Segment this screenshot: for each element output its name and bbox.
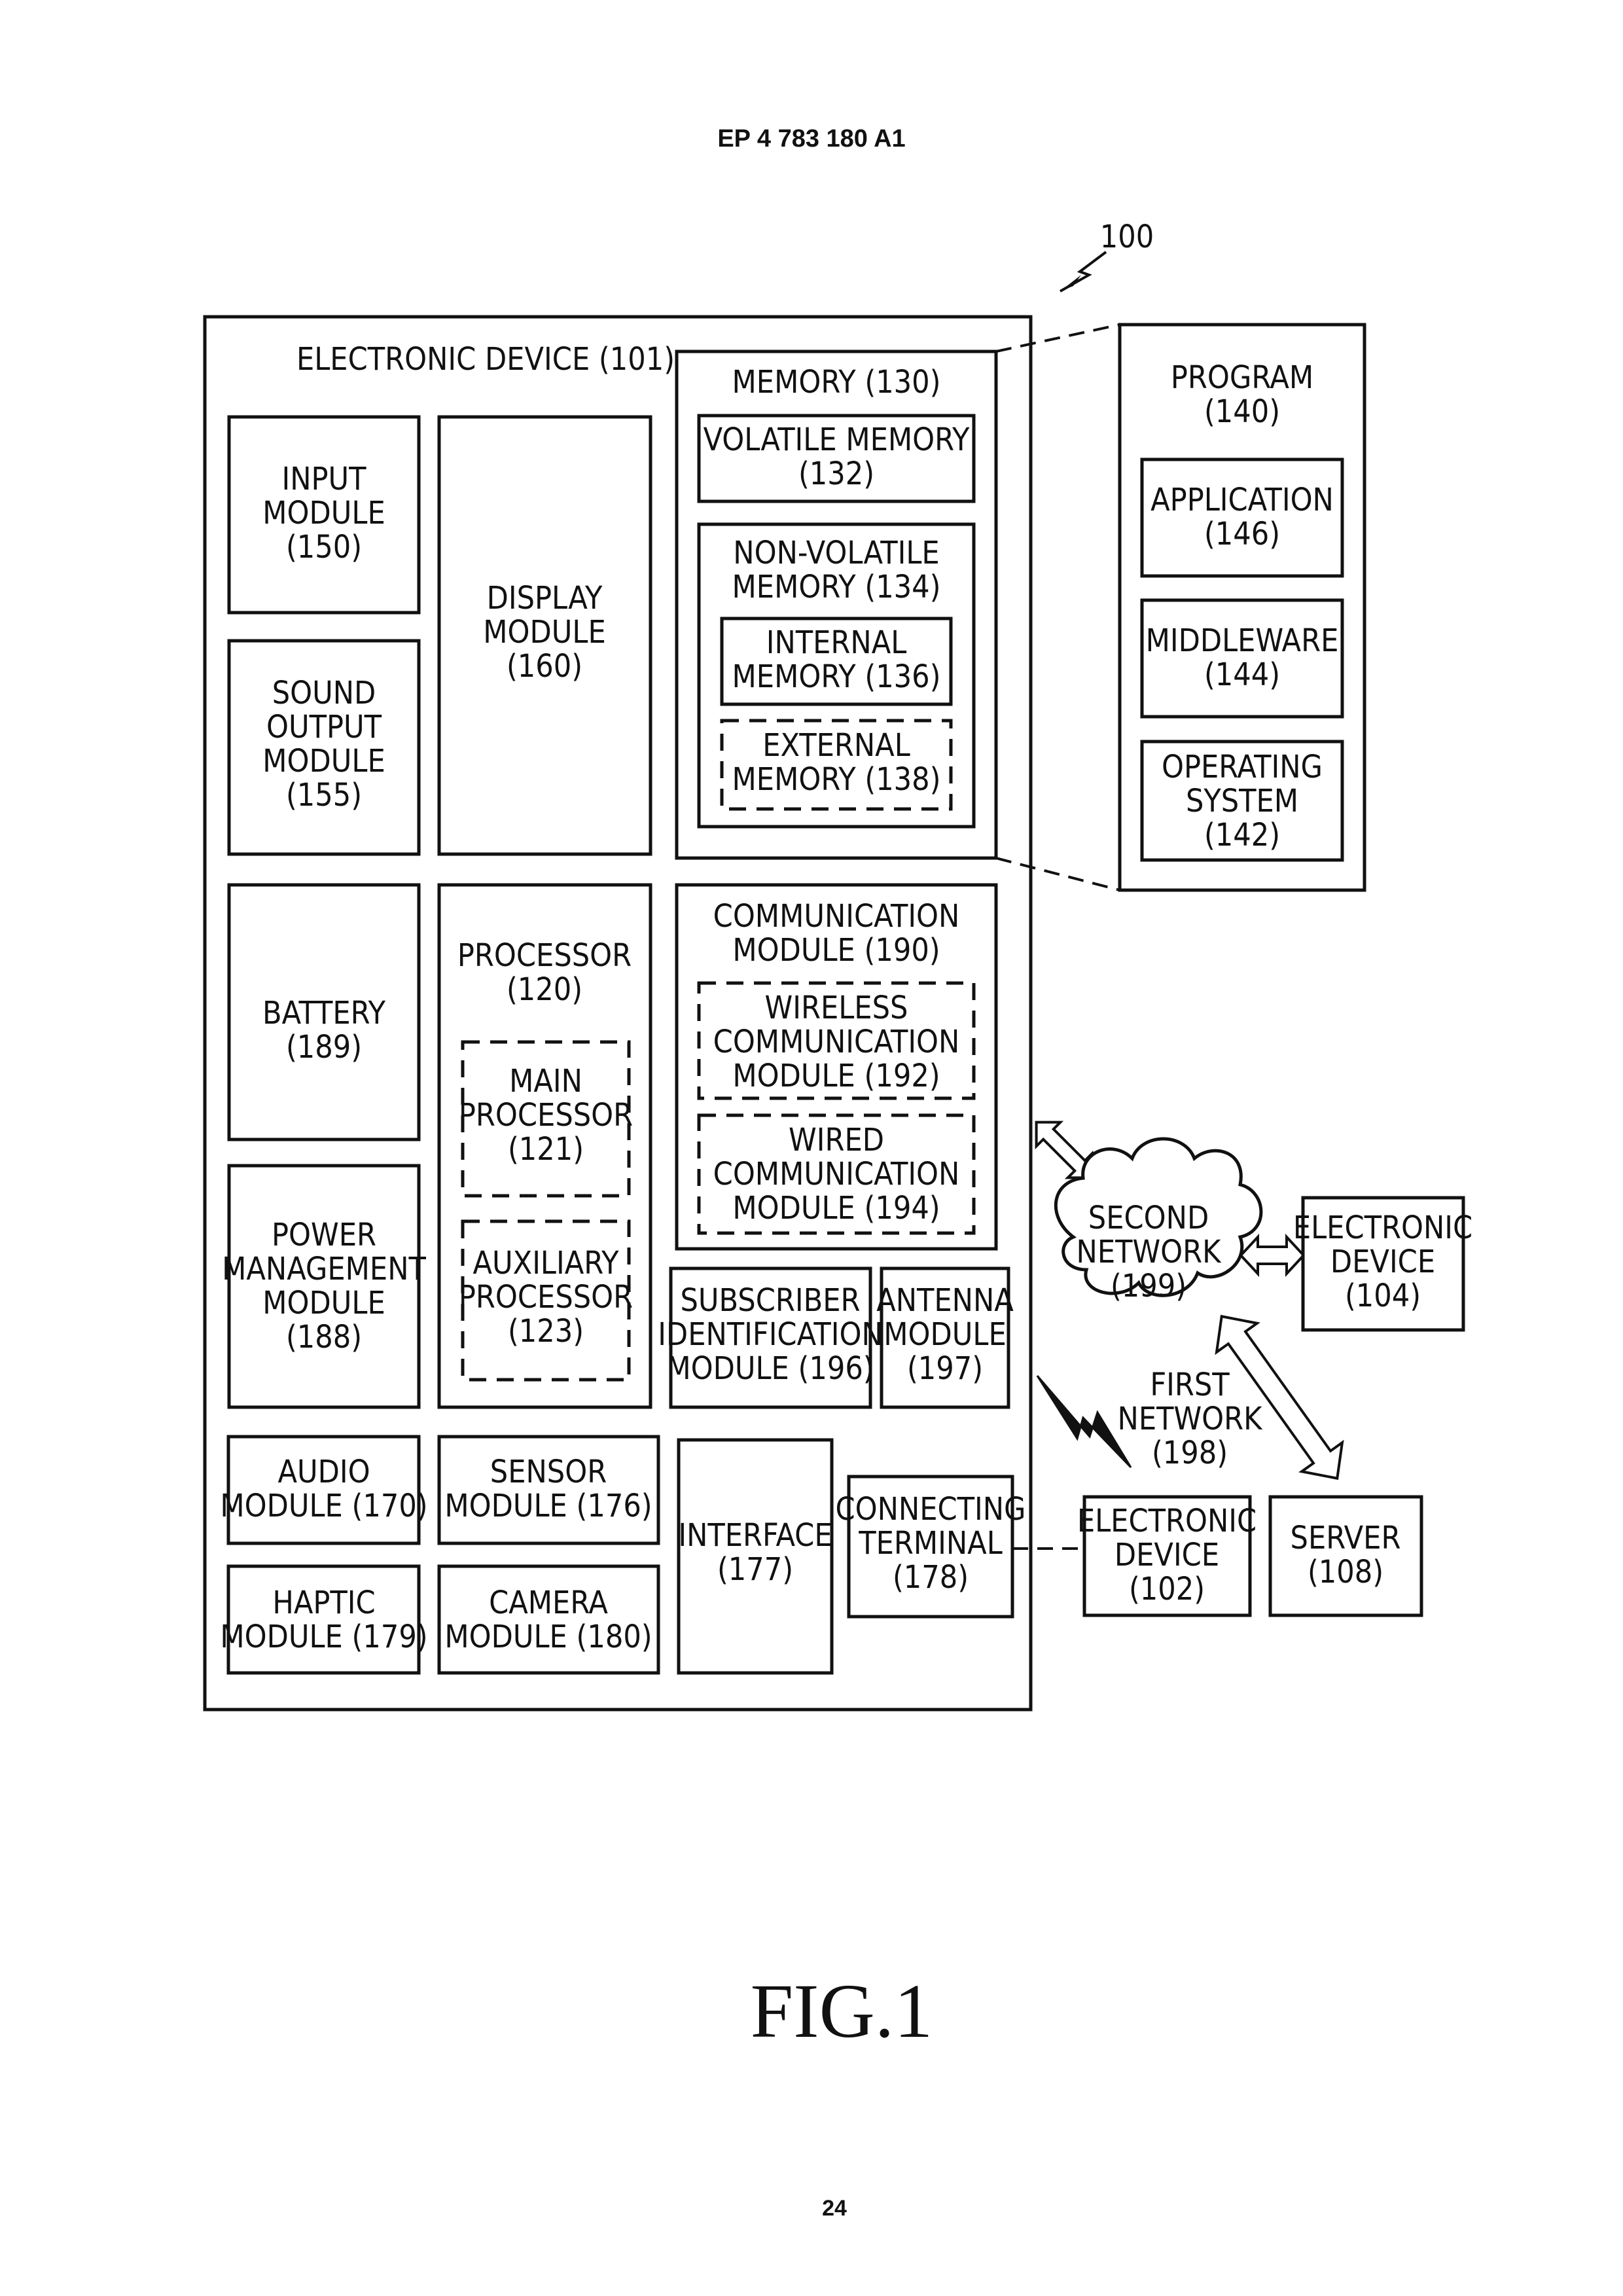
device-104-line1: ELECTRONIC (1293, 1210, 1472, 1246)
antenna-line3: (197) (907, 1350, 983, 1387)
antenna-line1: ANTENNA (876, 1282, 1014, 1319)
device-102-line1: ELECTRONIC (1077, 1503, 1257, 1539)
volatile-memory-line2: (132) (798, 456, 874, 492)
haptic-line2: MODULE (179) (220, 1619, 427, 1655)
program-line2: (140) (1204, 393, 1280, 430)
program-line1: PROGRAM (1171, 359, 1313, 396)
reference-numeral: 100 (1100, 219, 1154, 255)
input-module-line2: MODULE (262, 495, 385, 531)
internal-memory-line1: INTERNAL (766, 624, 907, 661)
input-module-line3: (150) (286, 529, 362, 565)
power-line3: MODULE (262, 1285, 385, 1321)
subscriber-line1: SUBSCRIBER (680, 1282, 860, 1319)
antenna-line2: MODULE (883, 1316, 1006, 1353)
main-processor-line2: PROCESSOR (459, 1097, 633, 1134)
interface-line2: (177) (717, 1551, 793, 1588)
communication-line1: COMMUNICATION (713, 898, 960, 935)
haptic-line1: HAPTIC (272, 1585, 375, 1621)
sound-output-line4: (155) (286, 777, 362, 814)
internal-memory-line2: MEMORY (136) (732, 658, 941, 695)
second-network-line2: NETWORK (1077, 1234, 1222, 1270)
wireless-line3: MODULE (192) (732, 1058, 940, 1094)
reference-arrow (1060, 252, 1106, 291)
second-network-line1: SECOND (1088, 1200, 1209, 1236)
device-102-line2: DEVICE (1115, 1537, 1219, 1573)
battery-line1: BATTERY (262, 995, 386, 1031)
operating-system-line3: (142) (1204, 817, 1280, 853)
reference-100: 100 (1060, 219, 1154, 291)
device-104-line2: DEVICE (1330, 1244, 1435, 1280)
application-line2: (146) (1204, 516, 1280, 552)
battery-line2: (189) (286, 1029, 362, 1066)
power-line1: POWER (272, 1217, 376, 1253)
main-processor-line1: MAIN (509, 1063, 582, 1100)
wired-line3: MODULE (194) (732, 1190, 940, 1227)
audio-line1: AUDIO (277, 1454, 370, 1490)
sound-output-line3: MODULE (262, 743, 385, 780)
wireless-line2: COMMUNICATION (713, 1024, 960, 1060)
connecting-terminal-line1: CONNECTING (835, 1491, 1026, 1528)
patent-number: EP 4 783 180 A1 (717, 125, 905, 152)
memory-title: MEMORY (130) (732, 364, 941, 401)
power-line4: (188) (286, 1319, 362, 1355)
display-module-line1: DISPLAY (487, 580, 603, 617)
audio-line2: MODULE (170) (220, 1488, 427, 1524)
sound-output-line2: OUTPUT (266, 709, 382, 745)
figure-label: FIG.1 (751, 1968, 933, 2054)
camera-line1: CAMERA (489, 1585, 608, 1621)
auxiliary-line2: PROCESSOR (459, 1279, 633, 1316)
non-volatile-line2: MEMORY (134) (732, 569, 941, 605)
volatile-memory-line1: VOLATILE MEMORY (704, 422, 970, 458)
sound-output-line1: SOUND (272, 675, 376, 711)
middleware-line2: (144) (1204, 656, 1280, 693)
operating-system-line1: OPERATING (1162, 749, 1323, 785)
server-line1: SERVER (1291, 1520, 1401, 1556)
page-number: 24 (822, 2196, 847, 2221)
electronic-device-title: ELECTRONIC DEVICE (101) (296, 341, 675, 378)
wireless-line1: WIRELESS (765, 990, 908, 1026)
display-module-line2: MODULE (483, 614, 605, 651)
connecting-terminal-line3: (178) (893, 1559, 969, 1596)
power-line2: MANAGEMENT (222, 1251, 426, 1287)
device-104-line3: (104) (1345, 1278, 1421, 1314)
operating-system-line2: SYSTEM (1186, 783, 1298, 819)
subscriber-line2: IDENTIFICATION (658, 1316, 883, 1353)
wired-line2: COMMUNICATION (713, 1156, 960, 1193)
server-line2: (108) (1308, 1554, 1383, 1590)
auxiliary-line1: AUXILIARY (473, 1245, 619, 1282)
first-network-line2: NETWORK (1118, 1401, 1264, 1437)
second-network-line3: (199) (1111, 1268, 1186, 1304)
subscriber-line3: MODULE (196) (666, 1350, 874, 1387)
interface-line1: INTERFACE (678, 1517, 832, 1554)
processor-line2: (120) (507, 971, 582, 1008)
processor-line1: PROCESSOR (457, 937, 632, 974)
middleware-line1: MIDDLEWARE (1146, 622, 1339, 659)
device-102-line3: (102) (1129, 1571, 1205, 1607)
communication-line2: MODULE (190) (732, 932, 940, 969)
sensor-line2: MODULE (176) (444, 1488, 652, 1524)
external-memory-line1: EXTERNAL (762, 727, 910, 764)
non-volatile-line1: NON-VOLATILE (733, 535, 939, 571)
application-line1: APPLICATION (1150, 482, 1334, 518)
first-network-line1: FIRST (1150, 1367, 1230, 1403)
wired-line1: WIRED (789, 1122, 884, 1158)
sensor-line1: SENSOR (490, 1454, 607, 1490)
display-module-line3: (160) (507, 648, 582, 685)
connecting-terminal-line2: TERMINAL (858, 1525, 1003, 1562)
auxiliary-line3: (123) (508, 1313, 584, 1350)
reference-arrowhead (1060, 275, 1081, 291)
camera-line2: MODULE (180) (444, 1619, 652, 1655)
external-memory-line2: MEMORY (138) (732, 761, 941, 798)
main-processor-line3: (121) (508, 1131, 584, 1168)
first-network-line3: (198) (1152, 1435, 1228, 1471)
input-module-line1: INPUT (281, 461, 366, 497)
